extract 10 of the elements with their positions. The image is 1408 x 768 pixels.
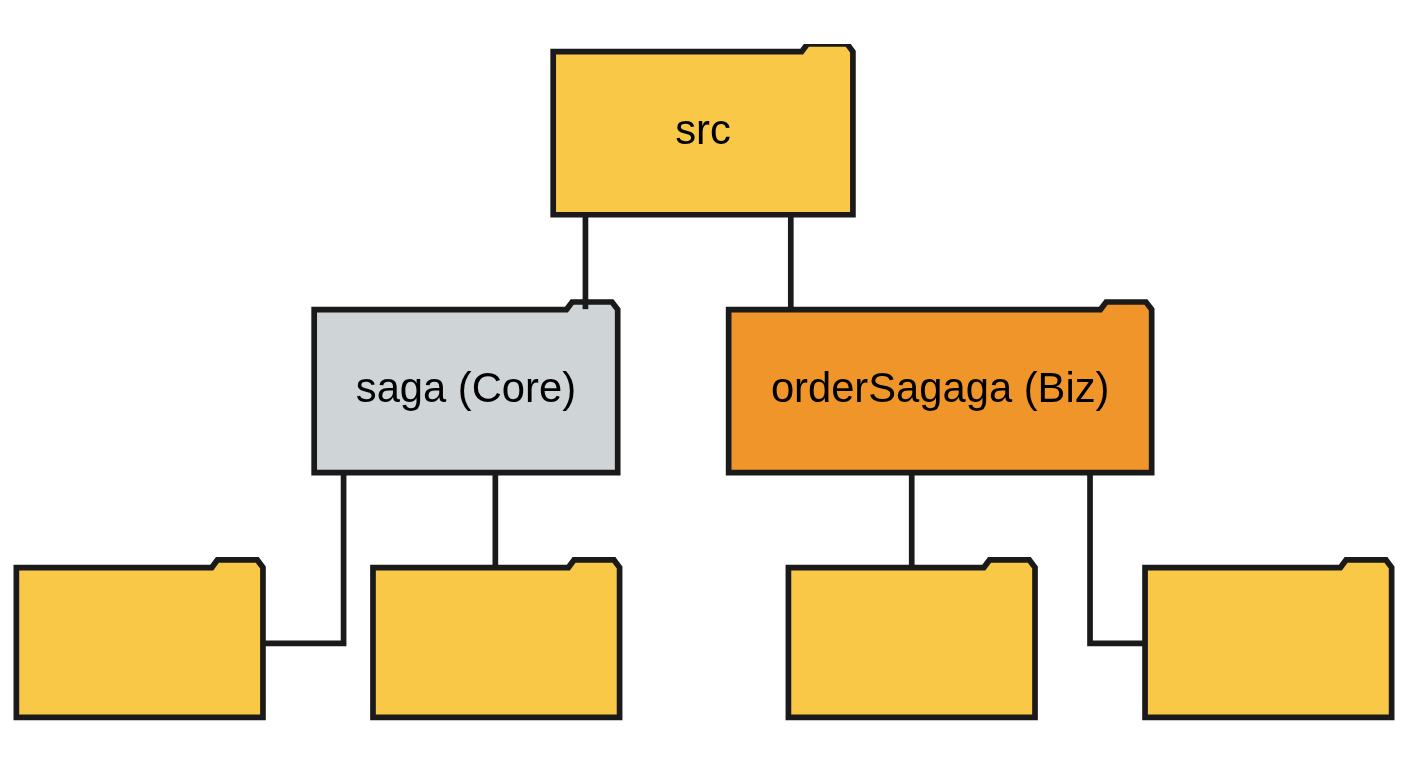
connector [582,214,589,309]
node-folder [785,556,1038,720]
connector [263,472,347,646]
connector [787,214,794,309]
node-folder [370,556,623,720]
connector [908,472,915,567]
connector [492,472,499,567]
node-folder [13,556,266,720]
node-folder [1142,556,1395,720]
connector [1087,472,1145,646]
